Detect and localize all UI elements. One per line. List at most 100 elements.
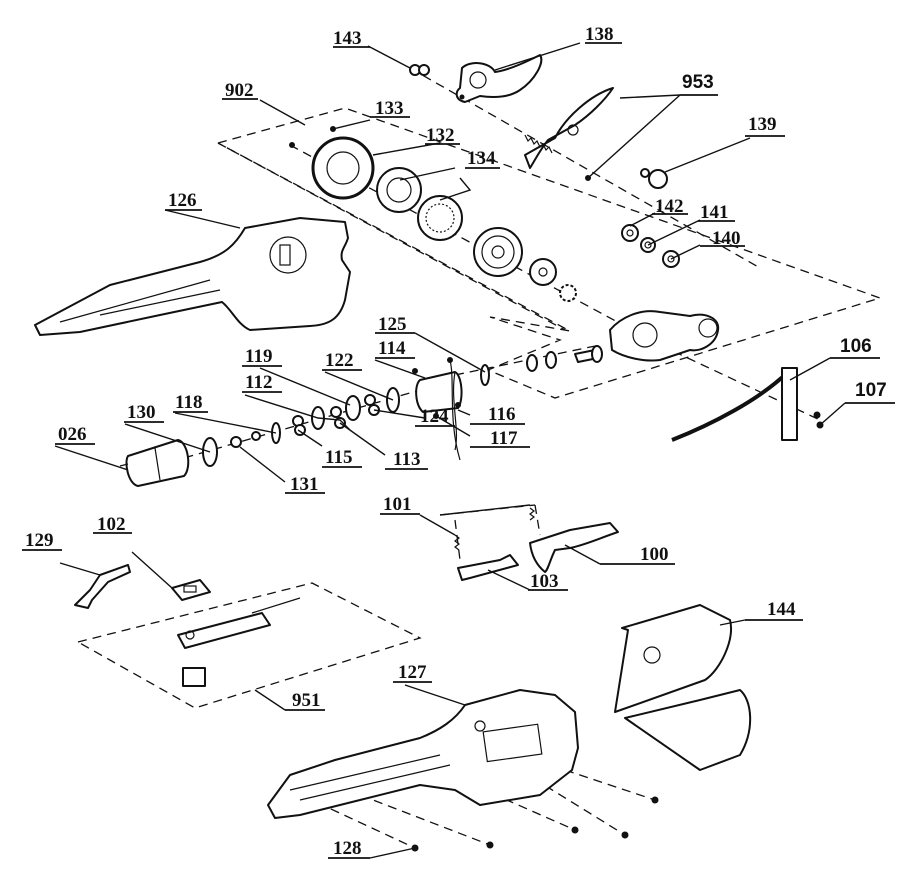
callout-134: 134 [465, 148, 500, 169]
callout-118: 118 [173, 392, 208, 413]
part-132-gear-cover [311, 136, 375, 200]
part-124-planet-gears [364, 394, 380, 416]
part-139-pivot-bolt [640, 168, 668, 189]
part-951-pcb-assembly [177, 597, 301, 687]
callout-132: 132 [425, 125, 460, 146]
callout-951: 951 [285, 690, 325, 711]
callout-144: 144 [745, 599, 803, 621]
callout-117: 117 [470, 428, 530, 449]
svg-text:133: 133 [375, 98, 404, 119]
part-138-upper-blade [455, 54, 543, 103]
svg-text:103: 103 [530, 571, 559, 592]
part-953-lower-blade [524, 87, 614, 181]
part-129-lock-lever [74, 564, 131, 609]
svg-text:106: 106 [840, 336, 872, 357]
part-119-ring-gear [345, 395, 361, 421]
part-142-nut [621, 224, 639, 242]
part-125-washer [480, 364, 490, 386]
callout-113: 113 [385, 449, 428, 470]
svg-text:902: 902 [225, 80, 254, 101]
svg-text:118: 118 [175, 392, 202, 413]
svg-text:116: 116 [488, 404, 515, 425]
callout-125: 125 [375, 314, 415, 335]
svg-text:132: 132 [426, 125, 455, 146]
svg-text:127: 127 [398, 662, 427, 683]
part-106-cable-bracket [671, 367, 798, 442]
part-126-left-housing [34, 217, 351, 336]
svg-text:113: 113 [393, 449, 420, 470]
part-117-wire [449, 359, 461, 461]
part-102-switch-button [171, 579, 211, 601]
callout-112: 112 [242, 372, 282, 393]
callout-106: 106 [830, 336, 880, 359]
part-114-sleeve [412, 357, 463, 451]
part-115-gears [292, 415, 306, 436]
callout-115: 115 [322, 447, 362, 468]
part-134-washer-and-gear [376, 167, 463, 241]
part-main-gear [473, 227, 577, 302]
svg-text:139: 139 [748, 114, 777, 135]
callout-119: 119 [242, 346, 282, 367]
svg-text:129: 129 [25, 530, 54, 551]
part-gear-head-housing [609, 310, 720, 362]
svg-text:140: 140 [712, 228, 741, 249]
part-128-screws [411, 796, 659, 852]
callout-138: 138 [585, 24, 622, 45]
part-131-pinion [230, 431, 261, 448]
callout-143: 143 [333, 28, 370, 49]
part-143-nut [409, 64, 430, 76]
svg-text:115: 115 [325, 447, 352, 468]
svg-text:143: 143 [333, 28, 362, 49]
svg-text:953: 953 [682, 72, 714, 93]
callout-141: 141 [698, 202, 735, 223]
svg-text:142: 142 [655, 196, 684, 217]
svg-text:125: 125 [378, 314, 407, 335]
callout-107: 107 [845, 380, 895, 404]
callout-133: 133 [370, 98, 410, 119]
callout-140: 140 [700, 228, 745, 249]
svg-text:117: 117 [490, 428, 518, 449]
svg-text:128: 128 [333, 838, 362, 859]
svg-text:144: 144 [767, 599, 796, 620]
callout-902: 902 [222, 80, 258, 101]
svg-text:126: 126 [168, 190, 197, 211]
svg-text:124: 124 [420, 406, 449, 427]
svg-text:134: 134 [467, 148, 496, 169]
svg-text:138: 138 [585, 24, 614, 45]
callout-122: 122 [322, 350, 362, 371]
svg-text:114: 114 [378, 338, 406, 359]
svg-text:130: 130 [127, 402, 156, 423]
svg-text:107: 107 [855, 380, 887, 401]
callout-101: 101 [380, 494, 420, 515]
callout-142: 142 [652, 196, 688, 217]
svg-text:100: 100 [640, 544, 669, 565]
part-101-springs [454, 507, 535, 551]
leader-lines [54, 42, 846, 859]
svg-text:102: 102 [97, 514, 126, 535]
callout-139: 139 [745, 114, 785, 137]
callout-103: 103 [528, 571, 568, 592]
callout-126: 126 [165, 190, 202, 211]
svg-text:112: 112 [245, 372, 272, 393]
part-107-screws [813, 411, 824, 429]
callout-100: 100 [600, 544, 675, 565]
callout-129: 129 [22, 530, 62, 551]
callout-130: 130 [124, 402, 164, 423]
callout-114: 114 [375, 338, 415, 359]
callout-953: 953 [680, 72, 718, 96]
callout-026: 026 [55, 424, 95, 445]
svg-text:101: 101 [383, 494, 412, 515]
callout-128: 128 [328, 838, 370, 859]
svg-text:119: 119 [245, 346, 272, 367]
svg-text:026: 026 [58, 424, 87, 445]
svg-text:131: 131 [290, 474, 319, 495]
callout-124: 124 [415, 406, 455, 427]
callout-116: 116 [470, 404, 525, 425]
part-116-screw [455, 402, 461, 408]
part-100-trigger [529, 522, 619, 573]
callout-102: 102 [93, 514, 132, 535]
svg-text:141: 141 [700, 202, 729, 223]
callout-131: 131 [285, 474, 325, 495]
assembly-951-boundary [76, 582, 422, 709]
